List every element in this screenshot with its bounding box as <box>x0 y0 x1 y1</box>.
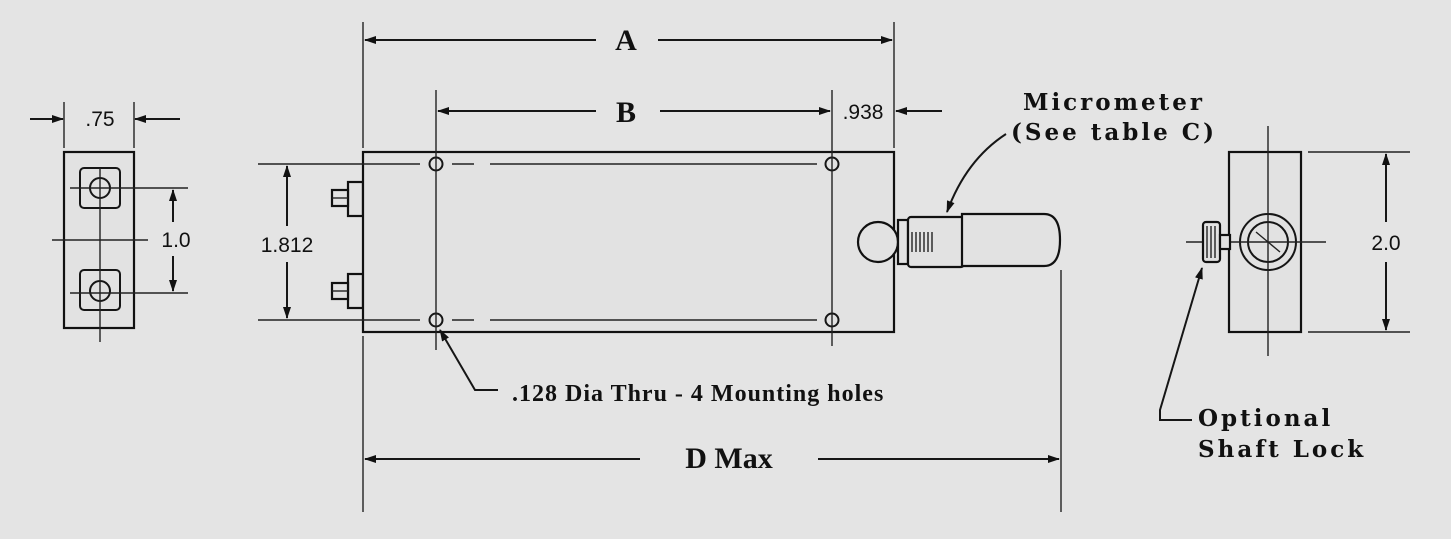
micrometer-reference: (See table C) <box>1011 119 1217 146</box>
dim-height-label: 1.812 <box>261 234 314 257</box>
holes-leader <box>439 329 498 391</box>
side-view: Optional Shaft Lock 2.0 <box>1159 126 1410 463</box>
holes-note: .128 Dia Thru - 4 Mounting holes <box>512 381 884 407</box>
micrometer-label: Micrometer <box>1023 89 1205 116</box>
top-view: 1.812 A B .938 Micr <box>258 22 1217 512</box>
dim-end-width-label: .75 <box>85 108 114 131</box>
connector-bottom <box>330 272 365 310</box>
shaft-lock-knob <box>1201 220 1232 264</box>
micrometer-leader <box>946 133 1007 213</box>
dim-offset-label: .938 <box>843 101 884 124</box>
shaft-lock-label-2: Shaft Lock <box>1198 436 1366 463</box>
shaft-lock-label-1: Optional <box>1198 405 1333 432</box>
dim-side-height-label: 2.0 <box>1371 232 1400 255</box>
dim-spacing-label: 1.0 <box>161 229 190 252</box>
shaft-lock-leader <box>1159 267 1203 421</box>
dim-a-label: A <box>615 24 637 57</box>
end-view: .75 1.0 <box>30 102 191 342</box>
housing-body <box>361 150 896 334</box>
dim-b-label: B <box>616 96 636 129</box>
connector-top <box>330 180 365 218</box>
dim-d-label: D Max <box>685 442 772 475</box>
micrometer <box>856 212 1062 269</box>
